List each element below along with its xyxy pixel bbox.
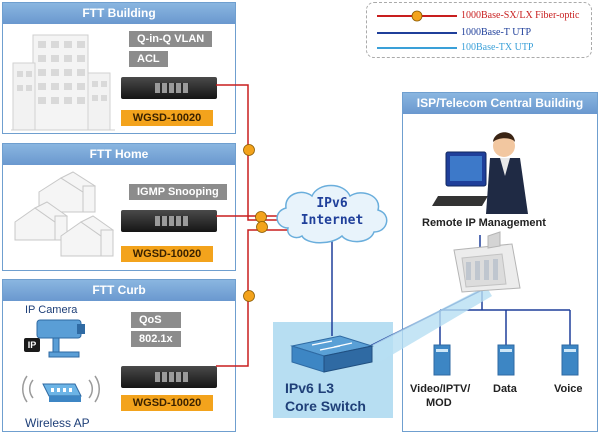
core-line1: IPv6 L3 (285, 380, 335, 396)
legend: 1000Base-SX/LX Fiber-optic 1000Base-T UT… (366, 2, 592, 58)
remote-ip-label: Remote IP Management (422, 217, 546, 229)
switch-home (121, 210, 217, 232)
switch-curb (121, 366, 217, 388)
feature-8021x: 802.1x (131, 331, 181, 347)
legend-lines (377, 10, 457, 49)
wireless-ap-label: Wireless AP (25, 416, 90, 430)
ftt-home-panel: FTT Home IGMP Snooping WGSD-10020 (2, 143, 236, 271)
legend-1000t-label: 1000Base-T UTP (461, 27, 532, 38)
feature-qinq-vlan: Q-in-Q VLAN (129, 31, 213, 47)
feature-qos: QoS (131, 312, 181, 328)
data-label: Data (493, 383, 517, 395)
video-label-line2: MOD (426, 397, 452, 409)
houses-illustration (14, 171, 114, 257)
ftt-curb-title: FTT Curb (3, 280, 235, 301)
voice-label: Voice (554, 383, 583, 395)
model-home: WGSD-10020 (121, 246, 213, 262)
cloud-line1: IPv6 (316, 196, 348, 211)
video-label-line1: Video/IPTV/ (410, 383, 471, 395)
curb-illustration (22, 319, 100, 403)
cloud-line2: Internet (300, 213, 364, 228)
ip-camera-label: IP Camera (25, 304, 78, 316)
ftt-curb-panel: FTT Curb IP Camera IP Wireless AP QoS 80… (2, 279, 236, 432)
building-illustration (11, 34, 115, 131)
legend-100tx-label: 100Base-TX UTP (461, 42, 534, 53)
model-building: WGSD-10020 (121, 110, 213, 126)
feature-acl: ACL (129, 51, 168, 67)
model-curb: WGSD-10020 (121, 395, 213, 411)
core-line2: Core Switch (285, 398, 366, 414)
switch-building (121, 77, 217, 99)
ftt-building-title: FTT Building (3, 3, 235, 24)
ftt-building-panel: FTT Building Q-in-Q VLAN ACL WGSD-10020 (2, 2, 236, 134)
ip-badge: IP (24, 338, 40, 352)
feature-igmp-snooping: IGMP Snooping (129, 184, 227, 200)
legend-fiber-label: 1000Base-SX/LX Fiber-optic (461, 10, 580, 21)
ftt-home-title: FTT Home (3, 144, 235, 165)
isp-title: ISP/Telecom Central Building (403, 93, 597, 114)
